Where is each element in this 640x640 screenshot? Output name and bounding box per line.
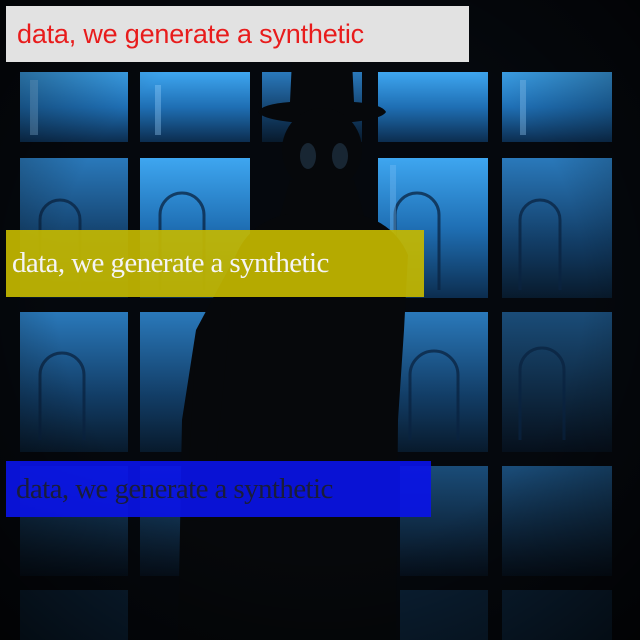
caption-top: data, we generate a synthetic	[6, 6, 469, 62]
caption-middle: data, we generate a synthetic	[6, 230, 424, 297]
caption-middle-text: data, we generate a synthetic	[12, 247, 329, 279]
caption-bottom: data, we generate a synthetic	[6, 461, 431, 517]
caption-bottom-text: data, we generate a synthetic	[16, 472, 333, 505]
caption-top-text: data, we generate a synthetic	[17, 18, 364, 49]
